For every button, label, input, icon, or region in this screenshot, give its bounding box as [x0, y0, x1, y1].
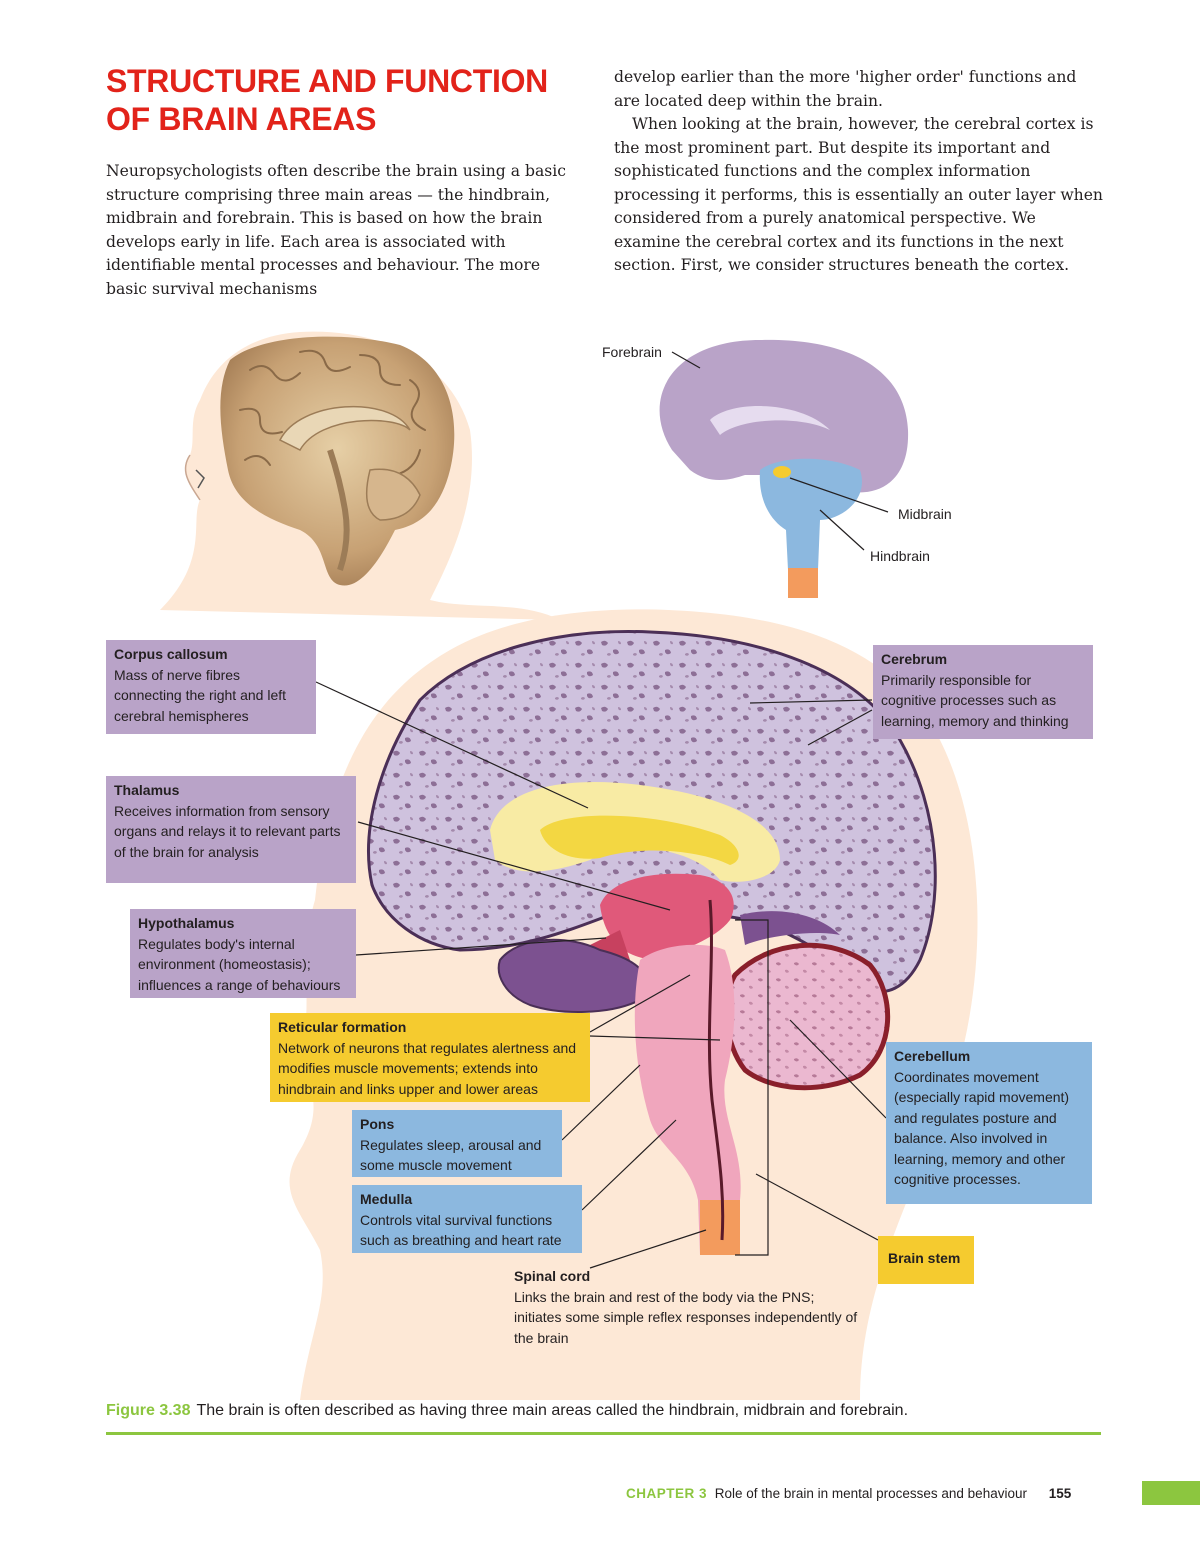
real-brain-image — [220, 336, 455, 586]
brain-stem-title: Brain stem — [888, 1250, 961, 1266]
thalamus-title: Thalamus — [114, 782, 180, 798]
right-column-para1: develop earlier than the more 'higher or… — [614, 68, 1077, 110]
spinal-cord-small — [788, 568, 818, 598]
footer-color-tab — [1142, 1481, 1200, 1505]
corpus-callosum-box: Corpus callosum Mass of nerve fibres con… — [106, 640, 316, 734]
caption-divider — [106, 1432, 1101, 1435]
cerebellum-region — [723, 942, 891, 1091]
page-title-line1: STRUCTURE AND FUNCTION — [106, 63, 548, 99]
hypothalamus-box: Hypothalamus Regulates body's internal e… — [130, 909, 356, 998]
page-title-line2: OF BRAIN AREAS — [106, 101, 377, 137]
page-footer: CHAPTER 3 Role of the brain in mental pr… — [626, 1485, 1071, 1503]
cerebellum-desc: Coordinates movement (especially rapid m… — [894, 1068, 1070, 1188]
figure-number: Figure 3.38 — [106, 1402, 191, 1419]
cerebrum-box: Cerebrum Primarily responsible for cogni… — [873, 645, 1093, 739]
pons-box: Pons Regulates sleep, arousal and some m… — [352, 1110, 562, 1177]
spinal-cord-region — [700, 1200, 740, 1255]
figure-caption-text: The brain is often described as having t… — [196, 1402, 909, 1419]
cerebellum-box: Cerebellum Coordinates movement (especia… — [886, 1042, 1092, 1204]
hindbrain-label: Hindbrain — [870, 548, 930, 564]
footer-title: Role of the brain in mental processes an… — [714, 1486, 1027, 1501]
footer-chapter: CHAPTER 3 — [626, 1486, 708, 1501]
three-areas-diagram — [659, 339, 909, 598]
head-with-brain-illustration — [160, 331, 560, 620]
spinal-cord-desc: Links the brain and rest of the body via… — [514, 1288, 858, 1346]
eye-icon — [195, 469, 205, 489]
midbrain-label: Midbrain — [898, 506, 952, 522]
thalamus-region — [600, 873, 734, 960]
figure-caption: Figure 3.38 The brain is often described … — [106, 1400, 1106, 1422]
page-title: STRUCTURE AND FUNCTION OF BRAIN AREAS — [106, 62, 576, 138]
corpus-callosum-title: Corpus callosum — [114, 646, 228, 662]
thalamus-desc: Receives information from sensory organs… — [114, 802, 341, 860]
hypothalamus-desc: Regulates body's internal environment (h… — [138, 935, 341, 993]
midbrain-region — [773, 466, 791, 478]
right-column-para2: When looking at the brain, however, the … — [614, 115, 1103, 274]
cerebrum-desc: Primarily responsible for cognitive proc… — [881, 671, 1069, 729]
forebrain-label: Forebrain — [602, 344, 662, 360]
thalamus-box: Thalamus Receives information from senso… — [106, 776, 356, 883]
intro-paragraph: Neuropsychologists often describe the br… — [106, 162, 566, 298]
spinal-cord-box: Spinal cord Links the brain and rest of … — [506, 1262, 866, 1348]
pons-title: Pons — [360, 1116, 395, 1132]
cerebellum-title: Cerebellum — [894, 1048, 971, 1064]
brain-stem-region — [634, 944, 741, 1255]
medulla-title: Medulla — [360, 1191, 413, 1207]
medulla-box: Medulla Controls vital survival function… — [352, 1185, 582, 1253]
spinal-cord-title: Spinal cord — [514, 1268, 591, 1284]
medulla-desc: Controls vital survival functions such a… — [360, 1211, 562, 1249]
reticular-formation-title: Reticular formation — [278, 1019, 407, 1035]
brain-stem-box: Brain stem — [878, 1236, 974, 1284]
page-number: 155 — [1048, 1486, 1072, 1501]
reticular-formation-desc: Network of neurons that regulates alertn… — [278, 1039, 577, 1097]
right-column: develop earlier than the more 'higher or… — [614, 66, 1104, 278]
corpus-callosum-desc: Mass of nerve fibres connecting the righ… — [114, 666, 287, 724]
cerebrum-title: Cerebrum — [881, 651, 948, 667]
pons-desc: Regulates sleep, arousal and some muscle… — [360, 1136, 542, 1174]
hypothalamus-title: Hypothalamus — [138, 915, 235, 931]
hindbrain-region — [759, 458, 862, 570]
reticular-formation-box: Reticular formation Network of neurons t… — [270, 1013, 590, 1102]
